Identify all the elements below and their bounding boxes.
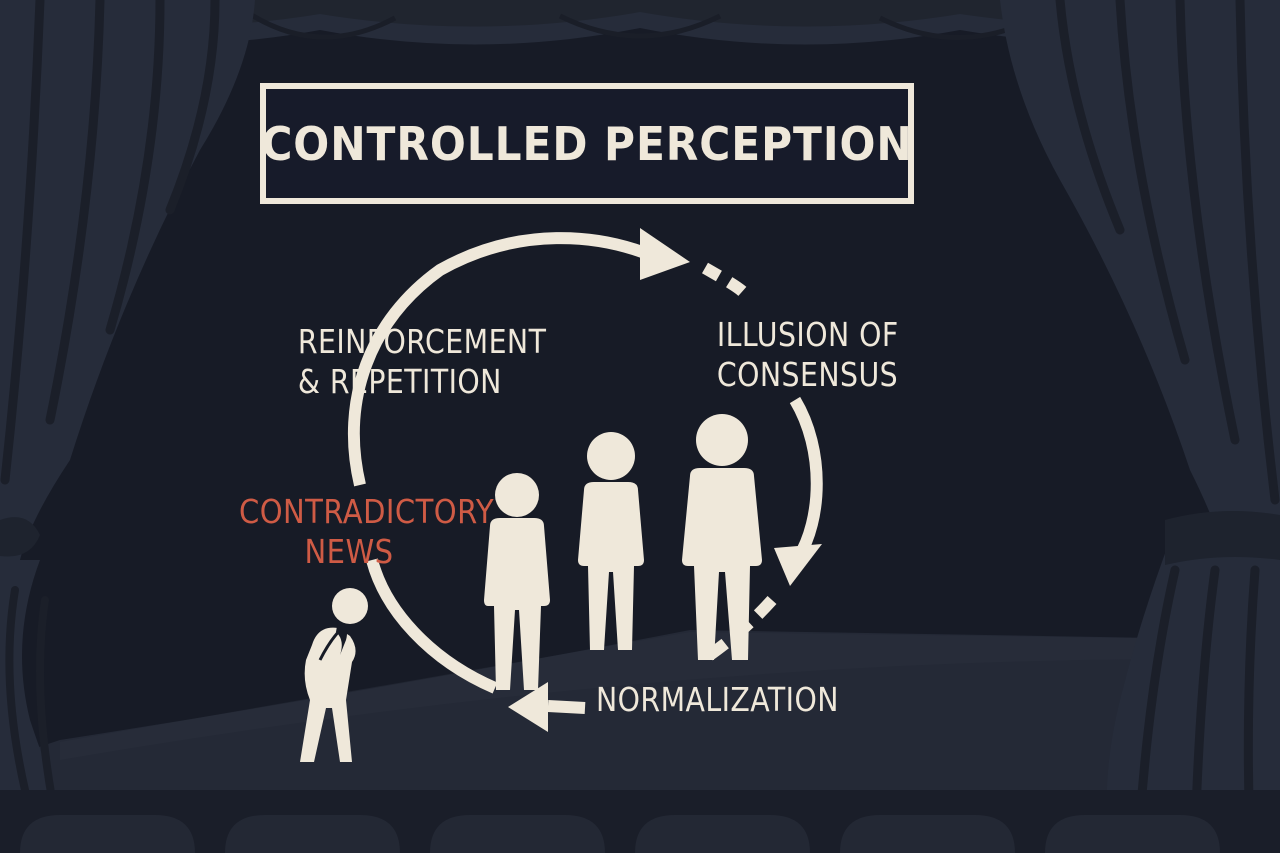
stage-label-line: CONTRADICTORY — [239, 492, 495, 531]
figure-head — [332, 588, 368, 624]
stage-label-line: NORMALIZATION — [596, 680, 839, 719]
arrowhead-top — [640, 228, 690, 280]
title-box: CONTROLLED PERCEPTION — [260, 83, 914, 204]
top-valance — [0, 0, 1280, 45]
stage-label-line: ILLUSION OF — [716, 315, 899, 354]
page-title: CONTROLLED PERCEPTION — [261, 116, 913, 171]
figure-head — [587, 432, 635, 480]
stage-label-illusion: ILLUSION OF CONSENSUS — [716, 315, 899, 395]
stage-label-normalization: NORMALIZATION — [596, 680, 839, 720]
stage-label-line: REINFORCEMENT — [297, 322, 547, 361]
arc-right — [789, 396, 823, 562]
figure-middle — [578, 432, 644, 650]
stage-label-line: NEWS — [304, 532, 394, 571]
figure-right — [682, 414, 762, 660]
stage-label-line: CONSENSUS — [716, 355, 899, 394]
figure-head — [696, 414, 748, 466]
stage-label-reinforcement: REINFORCEMENT & REPETITION — [297, 322, 547, 402]
stage-label-contradictory: CONTRADICTORY NEWS — [239, 492, 495, 572]
arc-left-bottom — [366, 558, 498, 694]
cycle-arrows — [348, 232, 823, 714]
left-curtain — [0, 0, 255, 853]
arc-gap-top — [702, 262, 751, 298]
arrowhead-right — [774, 544, 822, 586]
arc-bottom — [547, 700, 586, 714]
figure-distressed — [300, 588, 368, 762]
arc-left-top — [348, 232, 653, 487]
stage-label-line: & REPETITION — [297, 362, 502, 401]
figure-left — [484, 473, 550, 690]
figure-head — [495, 473, 539, 517]
audience-seats — [0, 790, 1280, 853]
arrowheads — [508, 228, 822, 732]
arrowhead-bottom — [508, 682, 548, 732]
arc-gap-bottom — [696, 595, 777, 667]
